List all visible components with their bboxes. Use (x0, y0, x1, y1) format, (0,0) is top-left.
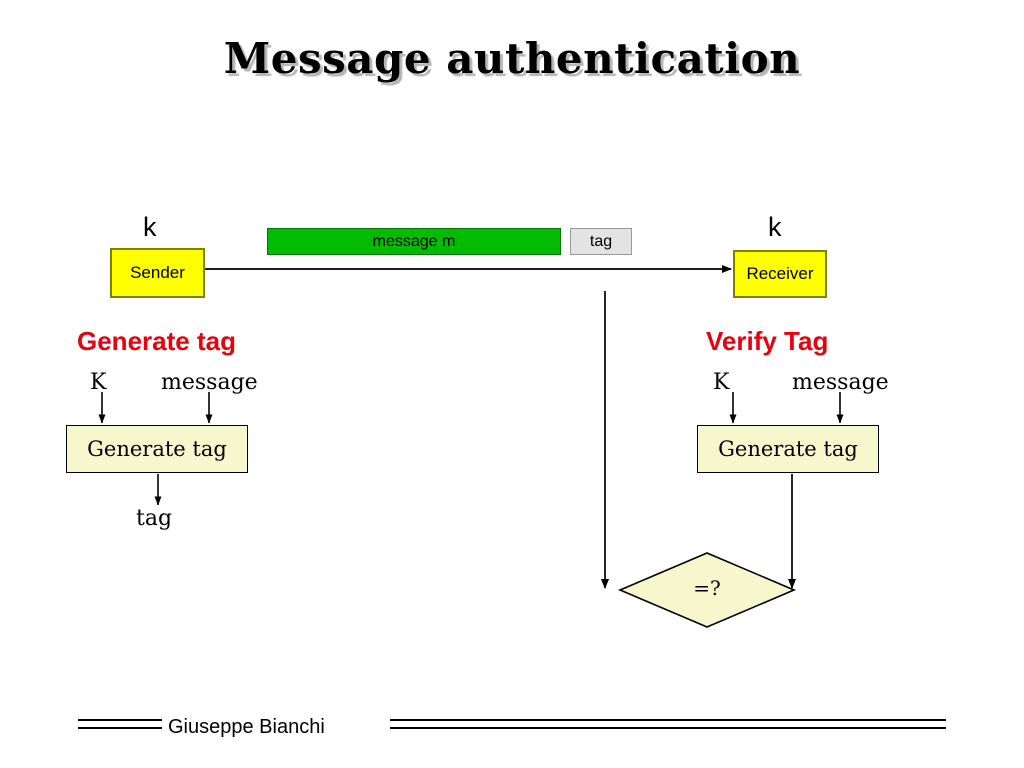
footer-rule-right-upper (390, 719, 946, 721)
generate-tag-process-box[interactable]: Generate tag (66, 425, 248, 473)
page-title: Message authentication (223, 34, 801, 83)
generate-tag-process-label: Generate tag (87, 437, 227, 461)
receiver-box-label: Receiver (746, 264, 814, 283)
receiver-box[interactable]: Receiver (733, 250, 827, 298)
footer-rule-left-lower (78, 727, 162, 729)
message-bar: message m (267, 228, 561, 255)
message-bar-label: message m (372, 232, 456, 250)
compare-diamond-label: =? (693, 576, 721, 600)
footer-rule-left-upper (78, 719, 162, 721)
verify-tag-process-box[interactable]: Generate tag (697, 425, 879, 473)
verify-tag-heading: Verify Tag (706, 326, 829, 356)
tag-box-label: tag (589, 232, 613, 250)
sender-key-label: k (143, 212, 157, 242)
verify-input-key-label: K (713, 370, 730, 395)
sender-box[interactable]: Sender (110, 248, 205, 298)
receiver-key-label: k (768, 212, 782, 242)
sender-box-label: Sender (130, 263, 185, 282)
generate-tag-heading: Generate tag (77, 326, 236, 356)
tag-box: tag (570, 228, 632, 255)
footer-rule-right-lower (390, 727, 946, 729)
generate-output-tag-label: tag (136, 506, 173, 531)
footer-author: Giuseppe Bianchi (168, 716, 325, 738)
verify-input-message-label: message (792, 370, 889, 395)
verify-tag-process-label: Generate tag (718, 437, 858, 461)
generate-input-message-label: message (161, 370, 258, 395)
generate-input-key-label: K (90, 370, 107, 395)
